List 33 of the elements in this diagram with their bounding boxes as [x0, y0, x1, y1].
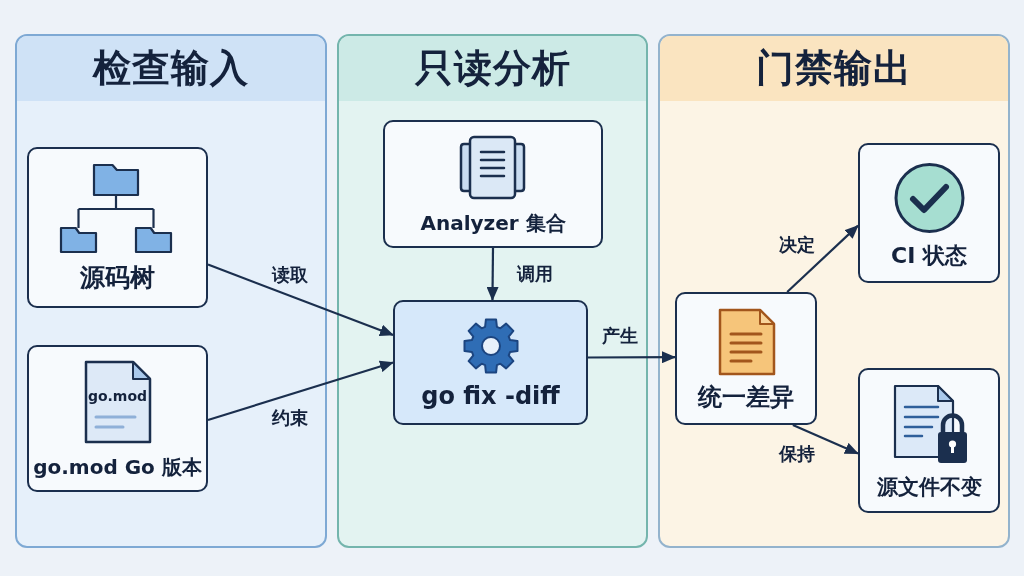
- edge-label: 决定: [779, 234, 815, 256]
- edge-label: 约束: [272, 407, 308, 429]
- file-label: go.mod: [87, 388, 148, 405]
- process-box: [383, 120, 603, 248]
- edge-label: 调用: [517, 263, 553, 285]
- panel: [15, 34, 327, 548]
- node-label: go.mod Go 版本: [33, 454, 202, 479]
- process-box: [27, 345, 208, 492]
- edge-label: 读取: [272, 264, 308, 286]
- process-box: [675, 292, 817, 425]
- node-label: go fix -diff: [421, 382, 560, 411]
- arrow: [207, 263, 394, 337]
- node-label: Analyzer 集合: [420, 210, 566, 235]
- arrow: [588, 351, 676, 364]
- panel-header: 检查输入: [17, 36, 325, 101]
- edge-label: 产生: [602, 325, 638, 347]
- panel-header: 只读分析: [339, 36, 646, 101]
- arrow: [786, 224, 859, 293]
- edge-label: 保持: [779, 443, 815, 465]
- arrow: [792, 424, 859, 455]
- process-box: [858, 143, 1000, 283]
- panel-header: 门禁输出: [660, 36, 1008, 101]
- arrow: [486, 248, 499, 301]
- process-box: [858, 368, 1000, 513]
- node-label: 源文件不变: [876, 474, 982, 501]
- panel: [658, 34, 1010, 548]
- arrow: [207, 360, 394, 422]
- panel: [337, 34, 648, 548]
- node-label: 统一差异: [698, 383, 794, 412]
- process-box: [27, 147, 208, 308]
- node-label: CI 状态: [891, 243, 967, 270]
- process-box: [393, 300, 588, 425]
- node-label: 源码树: [80, 262, 155, 293]
